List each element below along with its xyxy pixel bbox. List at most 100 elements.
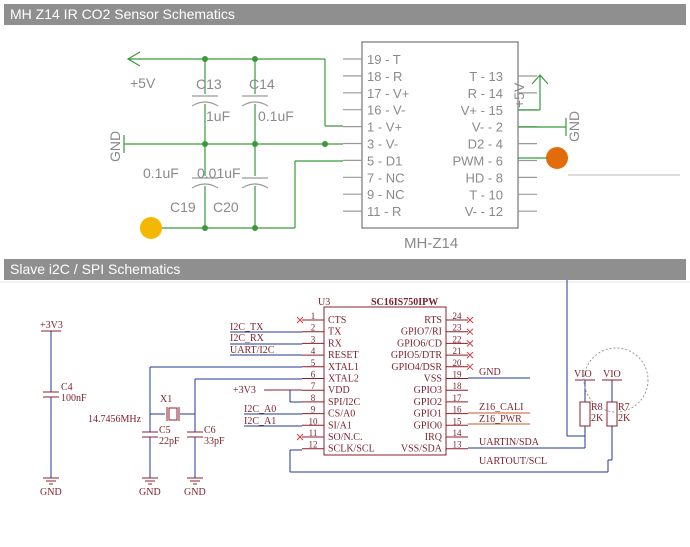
sensor-left-pin: 1 - V+ — [367, 120, 402, 135]
ic-left-pin-name: RESET — [328, 350, 359, 361]
crystal-x1 — [166, 407, 180, 421]
cap-c14-value: 0.1uF — [258, 108, 294, 124]
r7-name: R7 — [618, 402, 630, 413]
cap-c13-name: C13 — [196, 76, 222, 92]
mh-z14-module — [361, 41, 519, 229]
resistor-r7 — [606, 401, 618, 427]
sensor-right-pin: T - 10 — [469, 187, 503, 202]
ic-right-pin-number: 21 — [453, 346, 462, 356]
ic-right-pin-name: IRQ — [425, 432, 443, 443]
crystal-frequency: 14.7456MHz — [88, 414, 142, 425]
ic-right-pin-number: 18 — [453, 381, 463, 391]
supply-3v3-label: +3V3 — [40, 320, 63, 331]
sensor-left-pin: 3 - V- — [367, 137, 398, 152]
cap-c20-value: 0.01uF — [197, 165, 241, 181]
r8-value: 2K — [591, 413, 604, 424]
ic-right-pin-number: 19 — [453, 370, 463, 380]
net-uartout-scl: UARTOUT/SCL — [479, 456, 547, 467]
r7-value: 2K — [618, 413, 631, 424]
sensor-right-pin: PWM - 6 — [452, 154, 503, 169]
capacitor-c5 — [142, 431, 158, 438]
ic-right-pin-name: GPIO2 — [414, 397, 442, 408]
sensor-right-pin: V- - 2 — [472, 120, 503, 135]
sensor-right-pin: D2 - 4 — [468, 137, 503, 152]
net-vdd-label: +3V3 — [233, 385, 256, 396]
net-uart-i2c: UART/I2C — [230, 345, 275, 356]
cap-c5-value: 22pF — [159, 436, 180, 447]
net-z16-cali: Z16_CALI — [479, 402, 523, 413]
signal-marker-orange — [546, 147, 568, 169]
r8-name: R8 — [591, 402, 603, 413]
r8-rail-label: VIO — [574, 369, 592, 380]
r7-rail-label: VIO — [603, 369, 621, 380]
sc16is750-ic — [323, 306, 447, 456]
junction-dots — [202, 56, 328, 231]
ic-right-pin-number: 22 — [453, 334, 462, 344]
ic-left-pin-name: XTAL1 — [328, 362, 359, 373]
net-i2c-tx: I2C_TX — [230, 322, 264, 333]
sensor-left-pin: 11 - R — [367, 204, 401, 219]
supply-label: +5V — [130, 75, 156, 91]
net-uartin-sda: UARTIN/SDA — [479, 437, 540, 448]
sensor-left-pin: 16 - V- — [367, 103, 405, 118]
capacitor-c20 — [241, 177, 269, 189]
ic-left-pin-number: 7 — [311, 381, 316, 391]
vcc-right-arrow — [518, 74, 549, 111]
ic-part-number: SC16IS750IPW — [371, 297, 438, 308]
ic-left-pin-number: 2 — [311, 323, 316, 333]
ic-left-pin-number: 12 — [309, 440, 318, 450]
no-connect-marker — [466, 351, 474, 359]
ic-right-pin-number: 20 — [453, 358, 463, 368]
sensor-left-pin: 7 - NC — [367, 170, 405, 185]
cap-c6-name: C6 — [204, 425, 216, 436]
sensor-right-pin: V- - 12 — [465, 204, 503, 219]
net-gnd-right: GND — [479, 367, 501, 378]
ic-right-pin-name: GPIO4/DSR — [391, 362, 442, 373]
ic-right-pin-name: GPIO3 — [414, 385, 442, 396]
ic-right-pin-number: 16 — [453, 405, 463, 415]
crystal-name: X1 — [160, 394, 172, 405]
no-connect-marker — [296, 433, 304, 441]
ic-left-pin-number: 4 — [311, 346, 316, 356]
capacitor-c13 — [191, 95, 219, 107]
ic-right-pin-name: GPIO0 — [414, 420, 442, 431]
capacitor-c6 — [187, 431, 203, 438]
net-i2c-a0: I2C_A0 — [244, 404, 276, 415]
no-connect-marker — [466, 316, 474, 324]
ic-right-pin-name: GPIO5/DTR — [391, 350, 442, 361]
ic-right-pin-number: 23 — [453, 323, 463, 333]
ic-right-pin-name: VSS — [424, 374, 442, 385]
ic-right-pin-name: VSS/SDA — [401, 444, 443, 455]
module-name: MH-Z14 — [404, 235, 458, 252]
ic-right-pin-number: 24 — [453, 311, 463, 321]
ic-right-pin-name: GPIO6/CD — [397, 338, 442, 349]
panel-title-bridge: Slave i2C / SPI Schematics — [4, 259, 686, 280]
sensor-left-pin: 18 - R — [367, 69, 402, 84]
net-i2c-a1: I2C_A1 — [244, 416, 276, 427]
gnd-right-label: GND — [566, 111, 582, 142]
ic-left-pin-number: 9 — [311, 405, 316, 415]
ic-left-pin-name: SO/N.C. — [328, 432, 362, 443]
sensor-left-pin: 9 - NC — [367, 187, 405, 202]
ic-left-pin-name: RX — [328, 338, 343, 349]
capacitor-c4 — [43, 391, 59, 398]
ic-left-pin-name: TX — [328, 327, 342, 338]
gnd-right-symbol — [518, 118, 567, 136]
cap-c5-name: C5 — [159, 425, 171, 436]
cap-c4-name: C4 — [61, 382, 73, 393]
ic-right-pin-name: GPIO7/RI — [401, 327, 442, 338]
gnd-label-c6: GND — [184, 487, 206, 498]
ic-right-pin-name: GPIO1 — [414, 409, 442, 420]
sensor-left-pin: 5 - D1 — [367, 153, 402, 168]
no-connect-marker — [296, 316, 304, 324]
ic-left-pin-number: 3 — [311, 334, 316, 344]
ic-left-pin-name: CTS — [328, 315, 346, 326]
vcc-right-label: +5V — [511, 82, 527, 108]
ic-right-pin-number: 13 — [453, 440, 463, 450]
supply-arrow — [126, 51, 325, 67]
gnd-label-c4: GND — [40, 487, 62, 498]
gnd-label-c5: GND — [139, 487, 161, 498]
capacitor-c14 — [241, 95, 269, 107]
ic-right-pin-number: 14 — [453, 428, 463, 438]
